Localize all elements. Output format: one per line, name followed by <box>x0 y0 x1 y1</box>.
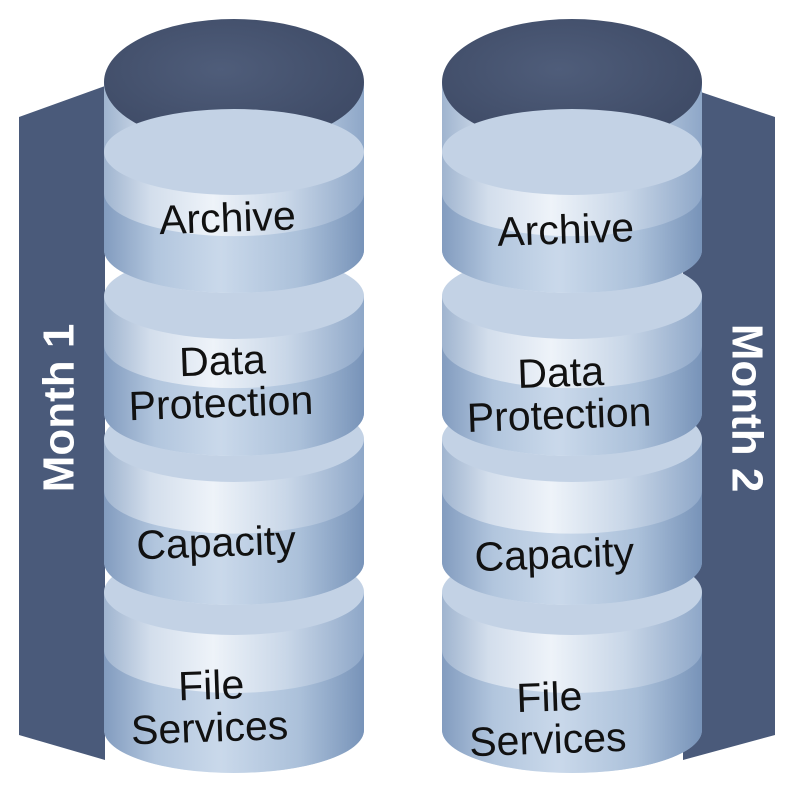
month-1-band <box>19 86 105 760</box>
segment-lower-band <box>442 649 702 773</box>
segment-lower-band <box>442 490 702 605</box>
cylinder-2-segment-1: Archive <box>442 109 702 293</box>
month-2-band <box>683 86 775 760</box>
cap-top-face <box>104 19 364 145</box>
segment-label-line: Archive <box>496 204 634 255</box>
segment-lower-band <box>104 649 364 773</box>
cap-top-face <box>442 19 702 145</box>
segment-label-line: Capacity <box>474 529 636 581</box>
cylinder-stacks: FileServicesCapacityDataProtectionArchiv… <box>104 19 702 773</box>
segment-label-line: File <box>177 661 245 709</box>
segment-label-line: Protection <box>128 377 314 429</box>
segment-lower-band <box>442 193 702 293</box>
segment-label-line: Archive <box>158 192 296 243</box>
segment-top-rim <box>104 109 364 195</box>
segment-lower-band <box>442 345 702 456</box>
segment-label-line: Data <box>178 336 266 385</box>
segment-label-line: File <box>516 673 584 721</box>
cylinder-1-segment-1: Archive <box>104 109 364 293</box>
segment-lower-band <box>104 490 364 605</box>
segment-label-line: Data <box>517 348 605 397</box>
cylinder-stack-1: FileServicesCapacityDataProtectionArchiv… <box>104 19 364 773</box>
segment-label-line: Services <box>468 714 627 765</box>
segment-top-rim <box>442 109 702 195</box>
month-2-label: Month 2 <box>722 324 771 493</box>
segment-lower-band <box>104 193 364 293</box>
segment-label-line: Protection <box>466 389 652 441</box>
month-1-label: Month 1 <box>35 324 84 493</box>
segment-lower-band <box>104 345 364 456</box>
segment-label-line: Services <box>130 702 289 753</box>
segment-label-line: Capacity <box>136 517 298 569</box>
